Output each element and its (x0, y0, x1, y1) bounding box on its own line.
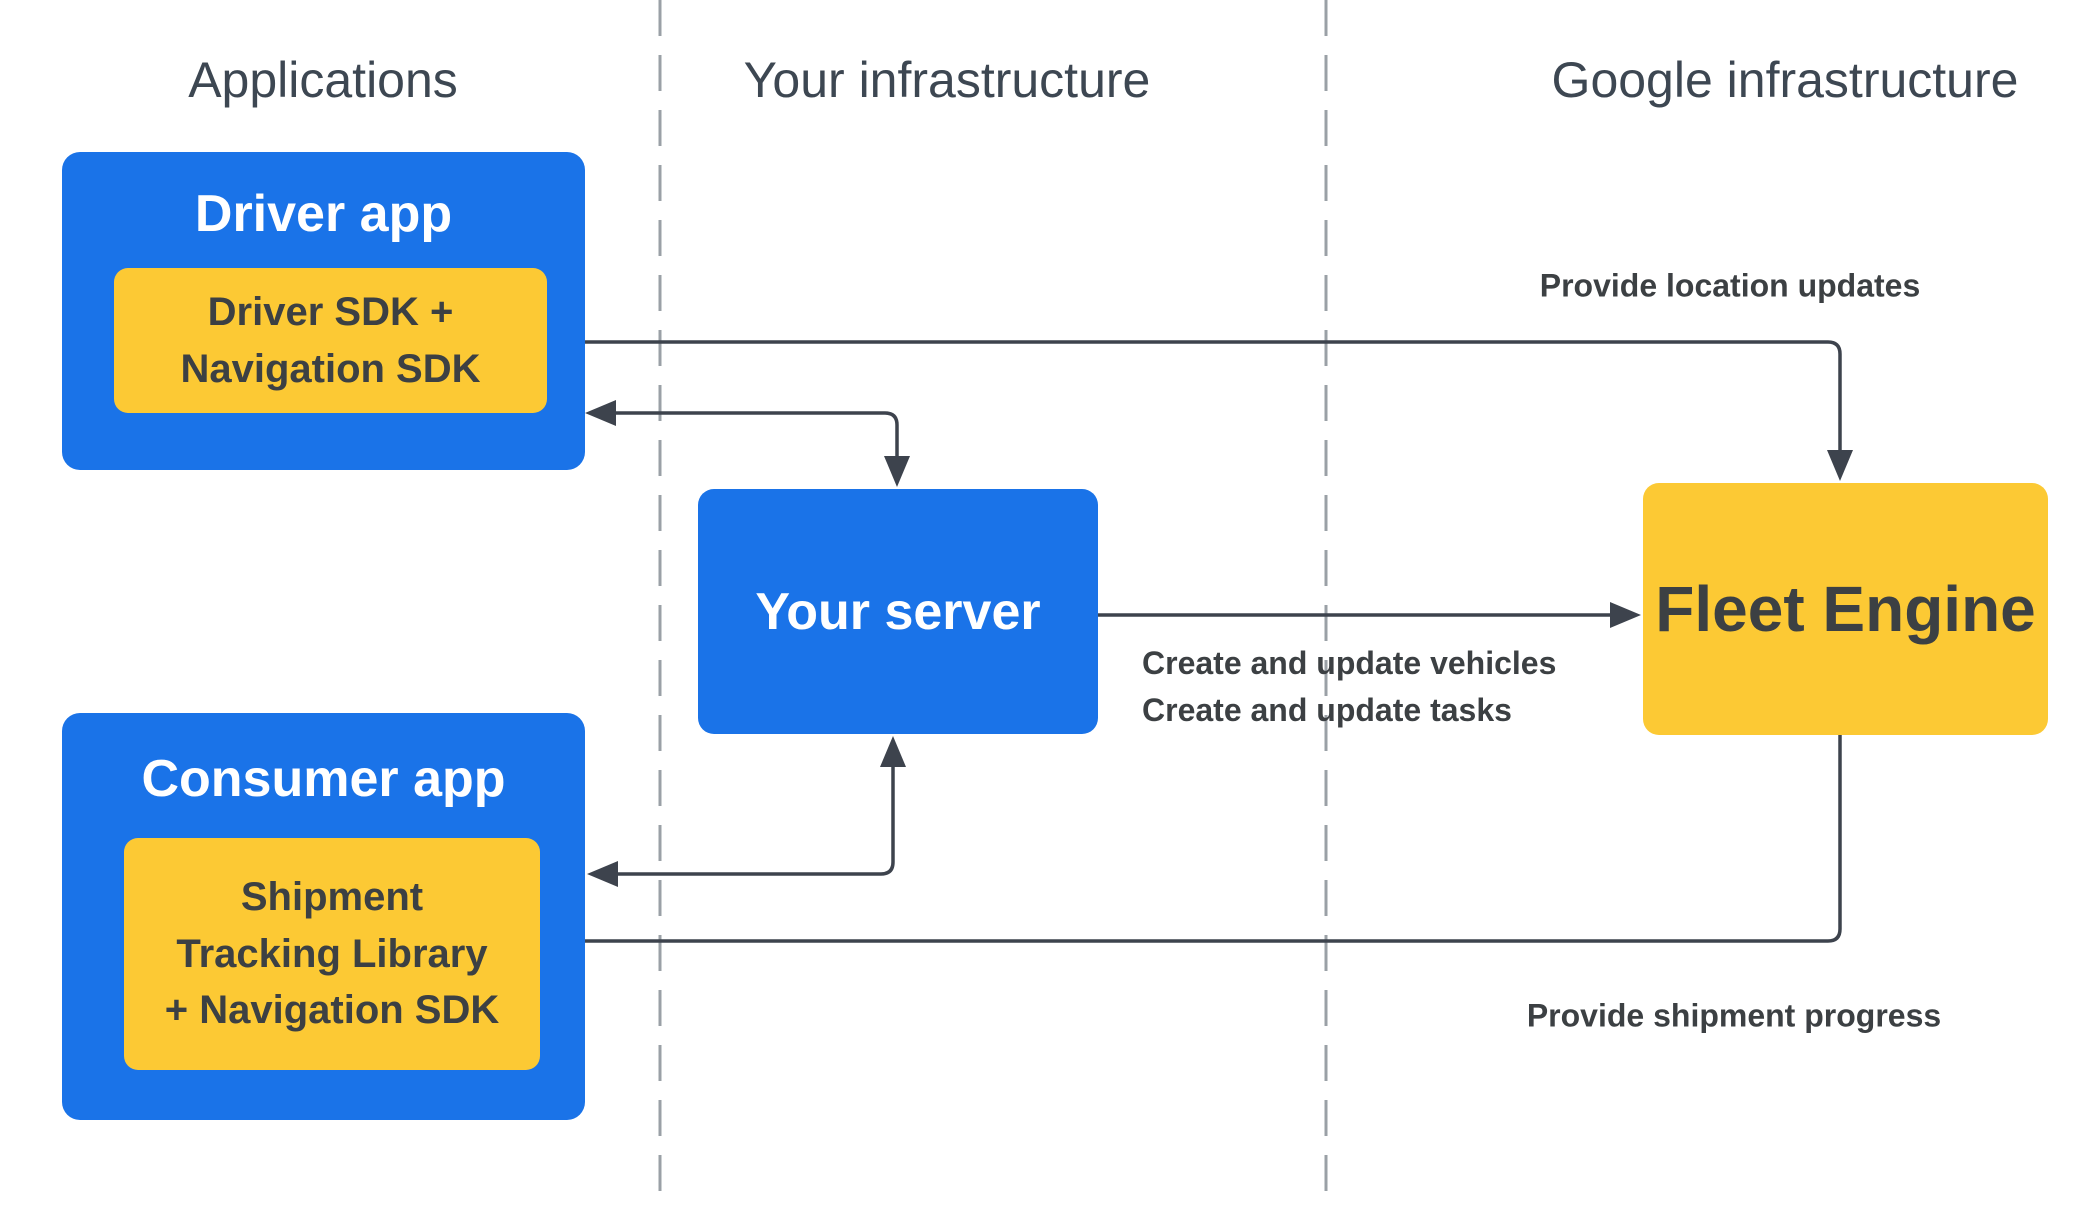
fleet-engine-title: Fleet Engine (1655, 573, 2036, 645)
tracking-library-line-2: Tracking Library (176, 931, 488, 976)
connector-fleet-engine-tracking-library-line (578, 735, 1842, 943)
connector-driver-app-your-server (585, 400, 910, 487)
fleet-engine-box: Fleet Engine (1643, 483, 2048, 735)
connector-your-server-consumer-app-line (618, 767, 895, 876)
arrowhead-into-consumer-app (587, 861, 618, 887)
column-header-your-infrastructure: Your infrastructure (743, 52, 1151, 108)
tracking-library-line-1: Shipment (240, 874, 424, 919)
label-create-and-update-tasks: Create and update tasks (1142, 692, 1512, 728)
connector-fleet-engine-tracking-library (547, 735, 1842, 954)
connector-driver-app-your-server-line (616, 411, 899, 456)
connector-your-server-fleet-engine (1098, 602, 1641, 628)
label-provide-location-updates: Provide location updates (1539, 267, 1921, 304)
column-header-google-infrastructure: Google infrastructure (1551, 52, 2019, 108)
shipment-tracking-library-box: Shipment Tracking Library + Navigation S… (124, 838, 540, 1070)
label-create-and-update-vehicles: Create and update vehicles (1142, 645, 1557, 681)
connector-your-server-consumer-app (587, 736, 906, 887)
your-server-box: Your server (698, 489, 1098, 734)
arrowhead-into-your-server-top (884, 456, 910, 487)
arrowhead-into-driver-app (585, 400, 616, 426)
connector-driver-sdk-fleet-engine-line (578, 340, 1842, 450)
consumer-app-title: Consumer app (141, 750, 506, 808)
driver-app-box: Driver app Driver SDK + Navigation SDK (62, 152, 585, 470)
arrowhead-into-fleet-engine-left (1610, 602, 1641, 628)
arrowhead-into-your-server-bottom (880, 736, 906, 767)
label-create-and-update: Create and update vehicles Create and up… (1142, 640, 1556, 734)
driver-app-title: Driver app (194, 185, 453, 243)
driver-sdk-line-2: Navigation SDK (180, 346, 481, 391)
arrowhead-into-fleet-engine-top (1827, 450, 1853, 481)
column-header-applications: Applications (188, 52, 458, 108)
label-provide-shipment-progress: Provide shipment progress (1526, 997, 1942, 1034)
driver-sdk-line-1: Driver SDK + (207, 289, 454, 334)
tracking-library-line-3: + Navigation SDK (164, 988, 500, 1033)
consumer-app-box: Consumer app Shipment Tracking Library +… (62, 713, 585, 1120)
driver-sdk-box: Driver SDK + Navigation SDK (114, 268, 547, 413)
your-server-title: Your server (755, 582, 1041, 641)
connector-driver-sdk-fleet-engine (547, 329, 1853, 481)
